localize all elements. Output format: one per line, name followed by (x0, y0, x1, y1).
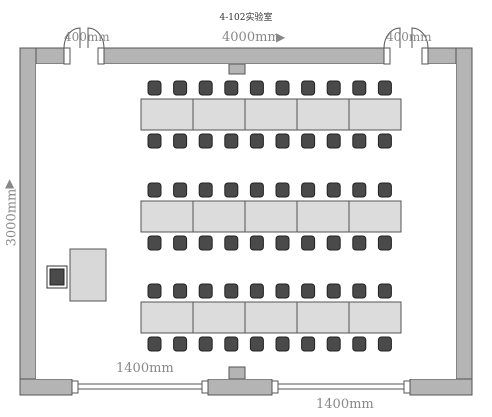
chair (147, 80, 162, 96)
door-top-left (63, 27, 105, 65)
chair (301, 336, 316, 352)
chair (198, 283, 213, 299)
chair (198, 182, 213, 198)
chair (352, 336, 367, 352)
chair (198, 80, 213, 96)
chair (301, 235, 316, 251)
chair (377, 336, 392, 352)
student-table (244, 98, 298, 131)
wall-top-middle (103, 47, 385, 65)
chair (326, 80, 341, 96)
student-table (244, 301, 298, 334)
chair (377, 283, 392, 299)
right-arrow-icon: ▶ (276, 30, 286, 44)
chair (173, 336, 188, 352)
student-table (348, 200, 402, 233)
chair (352, 182, 367, 198)
student-table (140, 98, 194, 131)
chair (249, 283, 264, 299)
chair (224, 283, 239, 299)
chair (224, 336, 239, 352)
student-table (296, 98, 350, 131)
door-bottom-right-label: 1400mm (316, 397, 374, 412)
chair (249, 80, 264, 96)
chair (224, 235, 239, 251)
door-top-left-label: 400mm (64, 30, 110, 44)
door-top-right-label: 400mm (386, 30, 432, 44)
chair (173, 133, 188, 149)
student-table (140, 200, 194, 233)
door-bottom-left-label: 1400mm (116, 361, 174, 376)
chair (147, 336, 162, 352)
wall-left (19, 47, 37, 396)
student-table (296, 200, 350, 233)
chair (275, 133, 290, 149)
chair (198, 336, 213, 352)
room-width-label: 4000mm (222, 30, 280, 45)
chair (147, 235, 162, 251)
chair (147, 133, 162, 149)
chair (377, 80, 392, 96)
chair (275, 80, 290, 96)
door-bottom-right (271, 380, 411, 394)
chair (377, 235, 392, 251)
chair (173, 235, 188, 251)
wall-bottom-left (19, 378, 73, 396)
student-table (140, 301, 194, 334)
chair (301, 80, 316, 96)
student-table (296, 301, 350, 334)
student-table (192, 98, 246, 131)
chair (224, 133, 239, 149)
chair (275, 283, 290, 299)
chair (275, 182, 290, 198)
student-furniture (140, 80, 402, 352)
student-table (244, 200, 298, 233)
pillar-bottom (228, 366, 246, 380)
chair (352, 235, 367, 251)
chair (352, 133, 367, 149)
chair (326, 133, 341, 149)
wall-bottom-middle (207, 378, 273, 396)
chair (352, 80, 367, 96)
chair (249, 133, 264, 149)
chair (326, 283, 341, 299)
wall-bottom-right (409, 378, 473, 396)
pillar-top (228, 63, 246, 75)
wall-right (455, 47, 473, 396)
chair (198, 235, 213, 251)
chair (301, 133, 316, 149)
chair (275, 235, 290, 251)
chair (147, 283, 162, 299)
teacher-desk (69, 248, 107, 302)
chair (377, 182, 392, 198)
student-table (348, 301, 402, 334)
teacher-chair-seat (49, 268, 65, 286)
chair (377, 133, 392, 149)
chair (173, 283, 188, 299)
chair (326, 182, 341, 198)
chair (173, 182, 188, 198)
chair (249, 336, 264, 352)
chair (301, 283, 316, 299)
student-table (192, 301, 246, 334)
chair (249, 235, 264, 251)
chair (249, 182, 264, 198)
room-title: 4-102实验室 (219, 13, 273, 23)
student-table (192, 200, 246, 233)
chair (224, 182, 239, 198)
student-table (348, 98, 402, 131)
chair (147, 182, 162, 198)
up-arrow-icon: ▲ (5, 176, 15, 190)
chair (326, 235, 341, 251)
chair (301, 182, 316, 198)
door-bottom-left (71, 380, 209, 394)
chair (352, 283, 367, 299)
door-top-right (383, 27, 429, 65)
chair (173, 80, 188, 96)
chair (326, 336, 341, 352)
chair (198, 133, 213, 149)
chair (224, 80, 239, 96)
chair (275, 336, 290, 352)
